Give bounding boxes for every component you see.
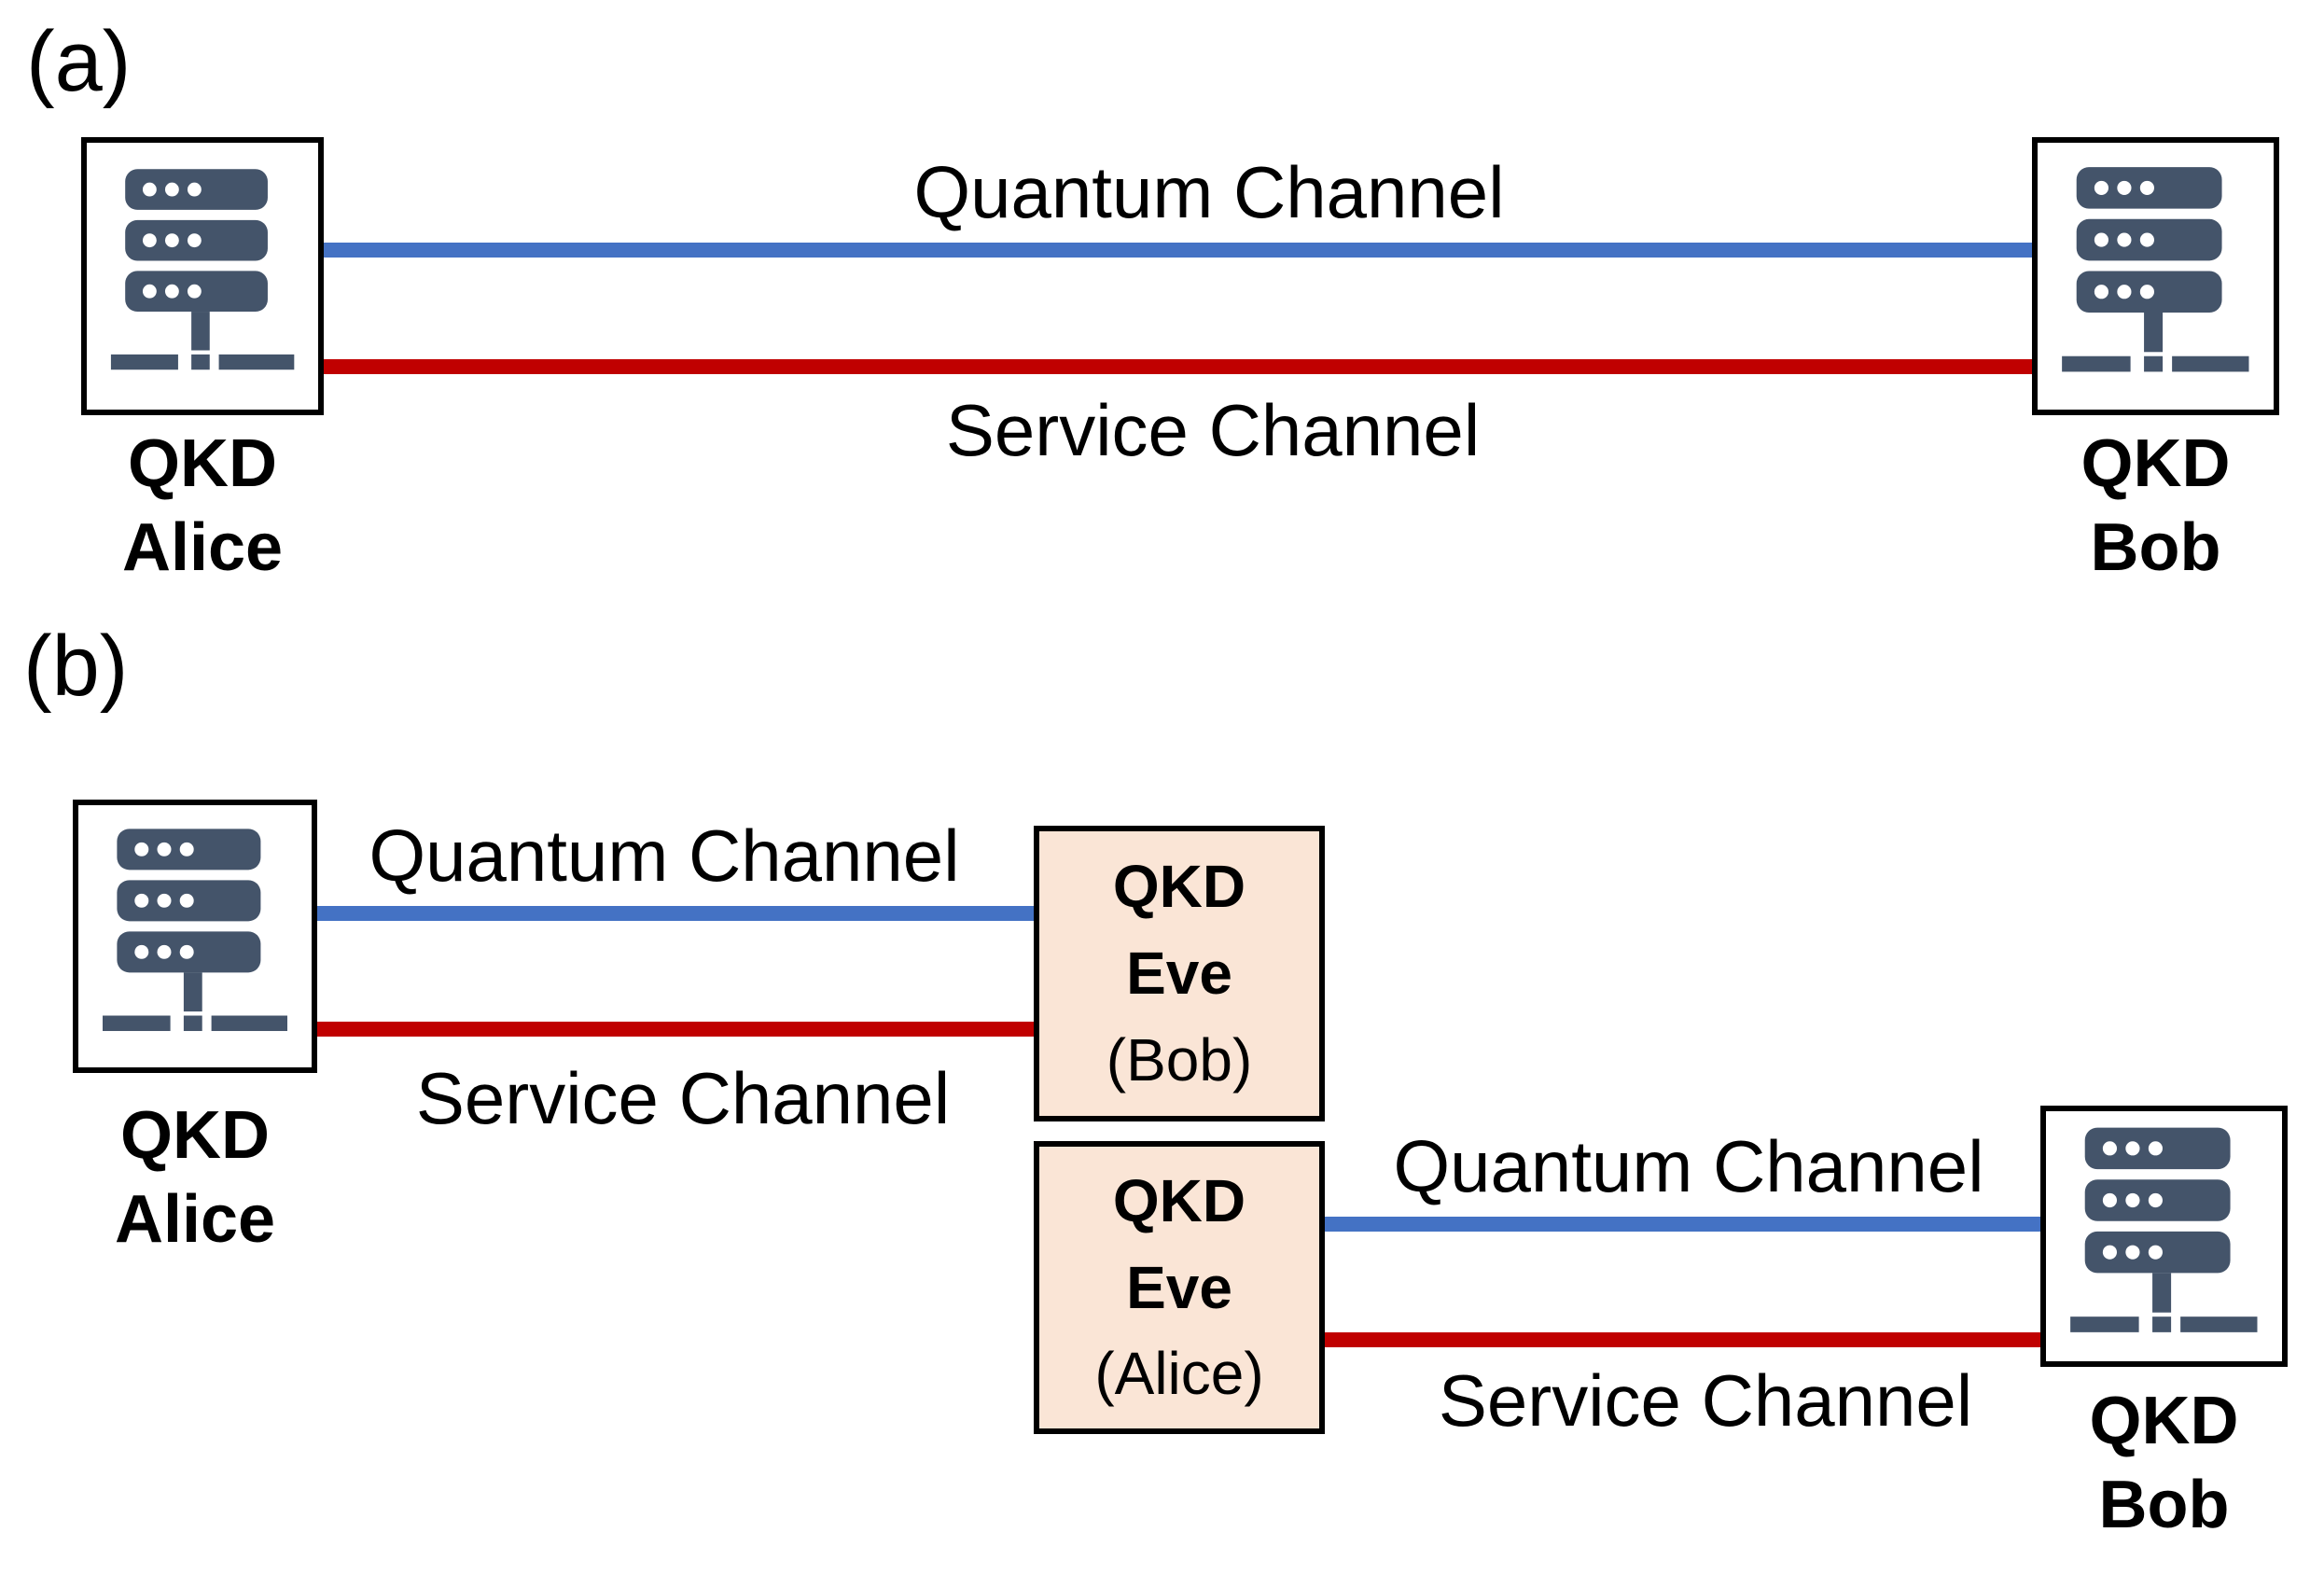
qkd-bob-caption-b: QKD Bob	[2040, 1379, 2288, 1547]
qkd-bob-caption-a: QKD Bob	[2032, 422, 2279, 590]
server-icon	[2070, 1127, 2258, 1333]
qkd-bob-caption-a-line2: Bob	[2090, 510, 2221, 585]
service-channel-line-b1	[317, 1022, 1034, 1037]
eve-bob-line1: QKD	[1112, 853, 1246, 921]
qkd-bob-caption-b-line2: Bob	[2098, 1468, 2230, 1542]
qkd-alice-caption-b-line1: QKD	[120, 1098, 270, 1173]
qkd-eve-bob-box: QKD Eve (Bob)	[1034, 826, 1325, 1121]
qkd-bob-caption-a-line1: QKD	[2080, 426, 2231, 501]
qkd-alice-node-a	[81, 137, 324, 415]
eve-bob-line2: Eve	[1126, 940, 1232, 1008]
server-icon	[103, 829, 287, 1032]
eve-alice-line1: QKD	[1112, 1166, 1246, 1234]
server-icon	[2062, 167, 2249, 372]
qkd-alice-caption-a-line2: Alice	[121, 510, 284, 585]
server-icon	[110, 169, 295, 370]
service-channel-line-b2	[1325, 1332, 2040, 1347]
qkd-alice-caption-b-line2: Alice	[114, 1182, 276, 1257]
qkd-alice-node-b	[73, 800, 317, 1073]
qkd-eve-alice-box: QKD Eve (Alice)	[1034, 1141, 1325, 1434]
quantum-channel-label-b1: Quantum Channel	[369, 815, 960, 897]
eve-alice-line2: Eve	[1126, 1253, 1232, 1321]
eve-bob-line3: (Bob)	[1106, 1025, 1253, 1093]
quantum-channel-line-b1	[317, 906, 1034, 921]
qkd-bob-caption-b-line1: QKD	[2089, 1384, 2239, 1458]
qkd-alice-caption-b: QKD Alice	[49, 1093, 341, 1261]
eve-alice-line3: (Alice)	[1094, 1340, 1264, 1408]
quantum-channel-line-b2	[1325, 1217, 2040, 1232]
service-channel-label-b1: Service Channel	[415, 1057, 951, 1139]
service-channel-label-a: Service Channel	[945, 389, 1481, 471]
qkd-alice-caption-a: QKD Alice	[58, 422, 347, 590]
service-channel-line-a	[324, 359, 2032, 374]
panel-a-label: (a)	[26, 14, 132, 109]
qkd-alice-caption-a-line1: QKD	[128, 426, 277, 501]
service-channel-label-b2: Service Channel	[1438, 1359, 1973, 1442]
quantum-channel-label-b2: Quantum Channel	[1393, 1125, 1984, 1207]
panel-b-label: (b)	[23, 619, 129, 714]
qkd-bob-node-a	[2032, 137, 2279, 415]
qkd-bob-node-b	[2040, 1106, 2288, 1367]
quantum-channel-label-a: Quantum Channel	[913, 151, 1505, 233]
quantum-channel-line-a	[324, 243, 2032, 258]
